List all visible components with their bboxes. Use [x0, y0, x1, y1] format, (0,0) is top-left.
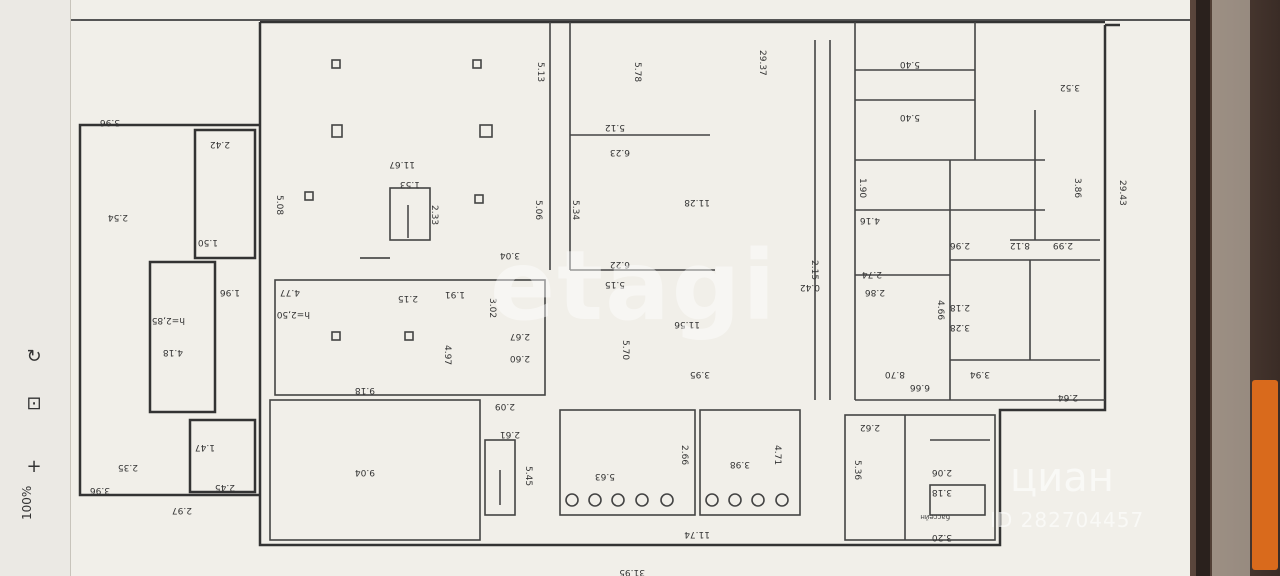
- dim-2-66: 2.66: [679, 445, 689, 465]
- dim-0-42: 0.42: [800, 282, 820, 292]
- dim-2-15: 2.15: [398, 293, 418, 303]
- dim-1-50: 1.50: [198, 237, 218, 247]
- dim-2-18: 2.18: [950, 302, 970, 312]
- dim-3-18: 3.18: [932, 487, 952, 497]
- dim-3-20: 3.20: [932, 532, 952, 542]
- dim-1-90: 1.90: [857, 178, 867, 198]
- dim-2-97: 2.97: [172, 505, 192, 515]
- dim-5-34: 5.34: [570, 200, 580, 220]
- dim-11-74: 11.74: [684, 529, 710, 539]
- dim-11-56: 11.56: [674, 319, 700, 329]
- dim-3-96: 3.96: [100, 117, 120, 127]
- dim-2-60: 2.60: [510, 353, 530, 363]
- dim-1-53: 1.53: [400, 179, 420, 189]
- dim-1-91: 1.91: [445, 289, 465, 299]
- dim-5-08: 5.08: [274, 195, 284, 215]
- rotate-icon[interactable]: ↻: [26, 346, 42, 367]
- dim-5-06: 5.06: [533, 200, 543, 220]
- dim-5-78: 5.78: [632, 62, 642, 82]
- dim-29-37: 29.37: [757, 50, 767, 76]
- document-sheet: [70, 0, 1190, 576]
- dim-6-22: 6.22: [610, 259, 630, 269]
- dim-3-95: 3.95: [690, 369, 710, 379]
- dim-5-40-b: 5.40: [900, 112, 920, 122]
- dim-2-54: 2.54: [108, 212, 128, 222]
- dim-5-12: 5.12: [605, 122, 625, 132]
- floor-plan: 11.67 11.28 11.56 9.18 9.04 4.77 5.12 6.…: [70, 19, 1190, 576]
- dim-6-66: 6.66: [910, 382, 930, 392]
- dim-2-86: 2.86: [865, 287, 885, 297]
- fit-icon[interactable]: ⊡: [26, 393, 42, 414]
- dim-29-43: 29.43: [1117, 180, 1127, 206]
- dim-4-77: 4.77: [280, 287, 300, 297]
- basin-label: бассейн: [920, 513, 950, 521]
- dim-2-67: 2.67: [510, 331, 530, 341]
- dim-4-16: 4.16: [860, 215, 880, 225]
- dim-2-35: 2.35: [118, 462, 138, 472]
- dim-8-12: 8.12: [1010, 240, 1030, 250]
- dim-5-63: 5.63: [595, 471, 615, 481]
- dim-8-70: 8.70: [885, 369, 905, 379]
- dim-5-15: 5.15: [605, 279, 625, 289]
- dim-4-97: 4.97: [442, 345, 452, 365]
- zoom-level: 100%: [20, 485, 34, 520]
- dim-total-31-95: 31.95: [619, 567, 645, 576]
- dim-2-45: 2.45: [215, 482, 235, 492]
- dim-3-96-b: 3.96: [90, 485, 110, 495]
- dim-11-28: 11.28: [684, 197, 710, 207]
- dim-5-45: 5.45: [523, 466, 533, 486]
- dim-4-18: 4.18: [163, 347, 183, 357]
- cian-watermark: циан: [1010, 455, 1114, 501]
- orange-object: [1252, 380, 1278, 570]
- etagi-watermark: etagi: [490, 230, 778, 342]
- dim-3-98: 3.98: [730, 459, 750, 469]
- dim-2-15-b: 2.15: [809, 260, 819, 280]
- dim-5-13: 5.13: [535, 62, 545, 82]
- dim-2-99: 2.99: [1053, 240, 1073, 250]
- dim-11-67: 11.67: [389, 159, 415, 169]
- dim-3-52: 3.52: [1060, 82, 1080, 92]
- dim-9-18: 9.18: [355, 385, 375, 395]
- background-strip: [1196, 0, 1210, 576]
- dim-5-70: 5.70: [620, 340, 630, 360]
- dim-1-47: 1.47: [195, 442, 215, 452]
- dim-2-74: 2.74: [862, 269, 882, 279]
- dim-5-40: 5.40: [900, 59, 920, 69]
- dim-5-36: 5.36: [852, 460, 862, 480]
- dim-2-42: 2.42: [210, 139, 230, 149]
- zoom-in-icon[interactable]: +: [26, 456, 42, 477]
- height-2-85: h=2,85: [152, 315, 185, 325]
- dim-6-23: 6.23: [610, 147, 630, 157]
- listing-id-watermark: ID 282704457: [990, 508, 1145, 532]
- dim-2-96: 2.96: [950, 240, 970, 250]
- dim-2-06: 2.06: [932, 467, 952, 477]
- dim-4-71: 4.71: [772, 445, 782, 465]
- dim-3-94: 3.94: [970, 369, 990, 379]
- dim-3-02: 3.02: [487, 298, 497, 318]
- dim-2-09: 2.09: [495, 401, 515, 411]
- dim-3-04: 3.04: [500, 250, 520, 260]
- dim-3-86: 3.86: [1072, 178, 1082, 198]
- dim-2-62: 2.62: [860, 422, 880, 432]
- dim-2-64: 2.64: [1058, 392, 1078, 402]
- height-2-50: h=2,50: [276, 309, 310, 319]
- dim-3-28: 3.28: [950, 322, 970, 332]
- dim-2-33: 2.33: [429, 205, 439, 225]
- background-paper: [1212, 0, 1250, 576]
- dim-9-04: 9.04: [355, 467, 375, 477]
- viewer-toolbar: ↻ ⊡ + 100%: [0, 0, 71, 576]
- dim-4-66: 4.66: [935, 300, 945, 320]
- dim-1-96: 1.96: [220, 287, 240, 297]
- dim-2-61: 2.61: [500, 429, 520, 439]
